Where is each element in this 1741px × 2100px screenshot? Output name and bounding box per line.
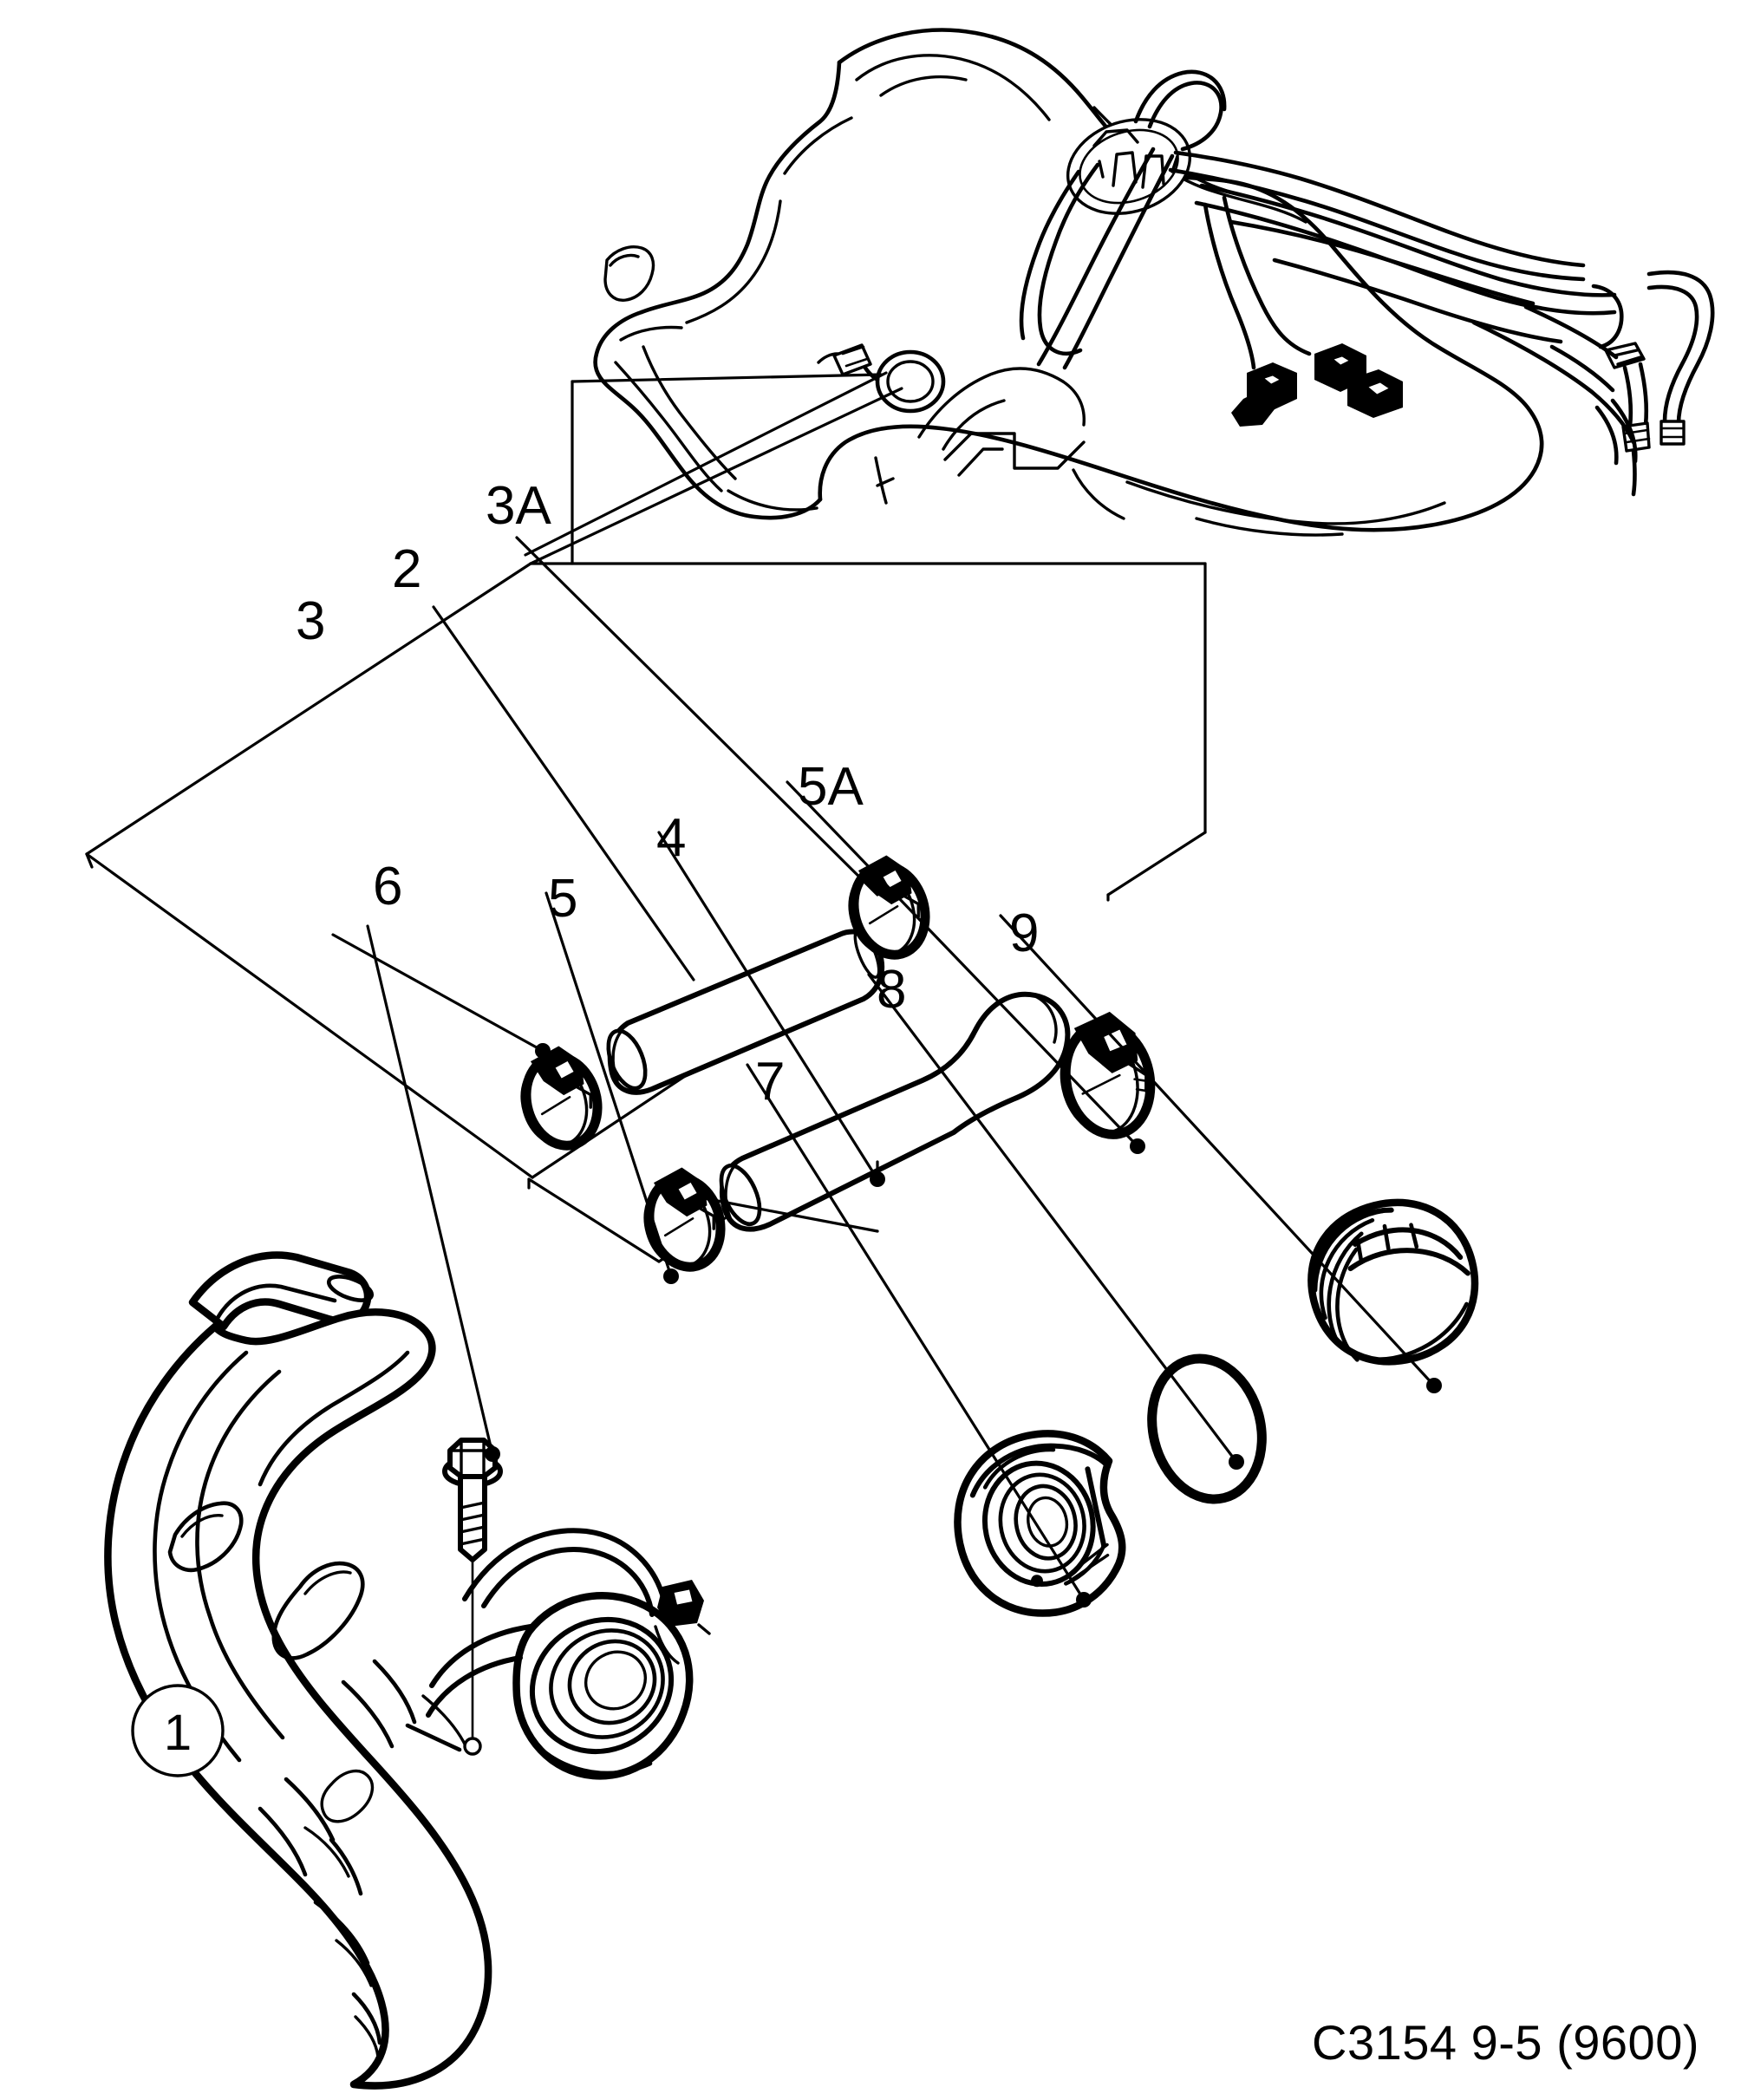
projection-lines bbox=[85, 371, 1207, 1263]
callout-9: 9 bbox=[1009, 903, 1039, 963]
part-hose-clamp-5 bbox=[643, 1167, 726, 1272]
part-fuel-filler-pipe bbox=[104, 1251, 711, 2090]
footer-code: C3154 9-5 (9600) bbox=[1312, 2015, 1699, 2070]
callout-2: 2 bbox=[392, 539, 421, 599]
filler-pipe-neck bbox=[426, 1528, 711, 1780]
callout-5a: 5A bbox=[798, 757, 864, 817]
callout-8: 8 bbox=[877, 960, 906, 1020]
line-connectors bbox=[1231, 343, 1403, 427]
part-vent-hose bbox=[719, 991, 1071, 1232]
callout-4: 4 bbox=[656, 808, 686, 868]
fuel-tank-assembly bbox=[593, 28, 1715, 537]
right-line-fitting bbox=[1591, 284, 1651, 497]
part-hose-clamp-3 bbox=[520, 1046, 603, 1151]
part-hose-clamp-5a bbox=[1060, 1011, 1156, 1139]
callout-leaders bbox=[331, 536, 1442, 1608]
part-filler-neck-housing bbox=[954, 1430, 1126, 1617]
callout-labels: 2 3 3A 4 5 5A 6 7 8 9 bbox=[296, 476, 1039, 1112]
callout-6: 6 bbox=[373, 857, 402, 916]
part-sealing-ring bbox=[1147, 1353, 1267, 1504]
callout-5: 5 bbox=[548, 869, 577, 929]
callout-3: 3 bbox=[296, 591, 325, 651]
part-fuel-filler-cap bbox=[1307, 1198, 1479, 1366]
callout-1-circled: 1 bbox=[131, 1684, 225, 1777]
fuel-pump-flange bbox=[1066, 118, 1192, 215]
callout-circle bbox=[131, 1684, 225, 1777]
fuel-lines bbox=[1019, 69, 1715, 497]
callout-1: 1 bbox=[164, 1705, 192, 1761]
tank-filler-inlet bbox=[817, 343, 946, 414]
part-flange-bolt bbox=[442, 1438, 503, 1742]
callout-7: 7 bbox=[755, 1052, 785, 1112]
part-filler-hose-upper bbox=[606, 929, 885, 1095]
callout-3a: 3A bbox=[486, 476, 551, 536]
